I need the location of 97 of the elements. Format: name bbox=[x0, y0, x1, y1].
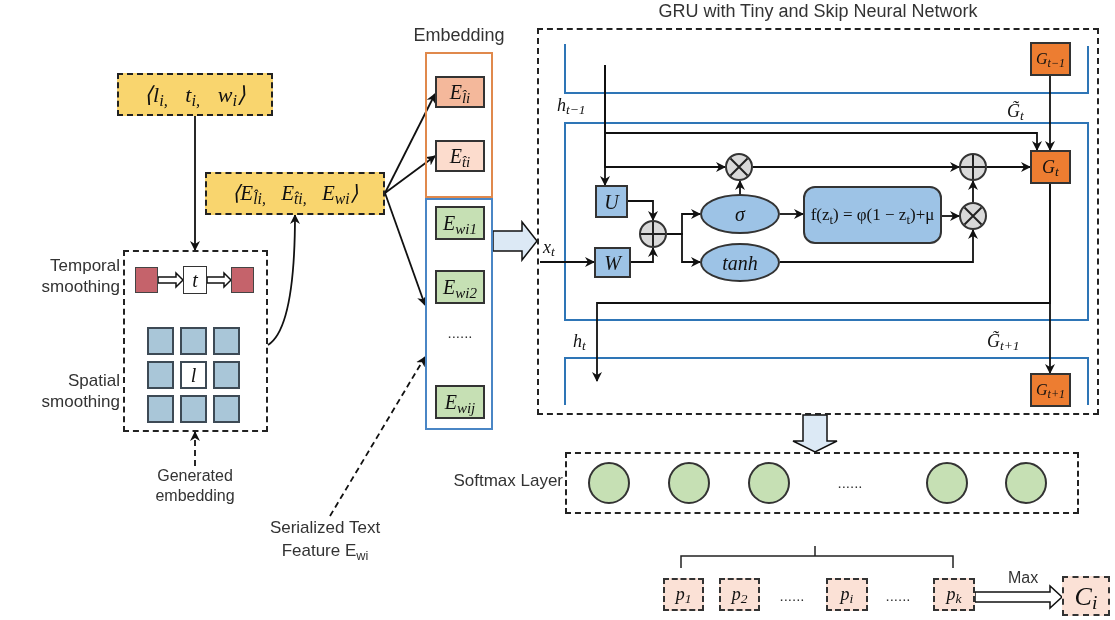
ellipsis-text: ...... bbox=[836, 473, 864, 493]
caption-text: Serialized Text Feature E$_{wi}$ bbox=[245, 516, 405, 568]
node-label: t bbox=[192, 268, 198, 293]
arrow bbox=[986, 162, 1031, 172]
ellipsis-text: ...... bbox=[446, 323, 474, 343]
node-label: tanh bbox=[722, 250, 758, 276]
grid-cell bbox=[147, 327, 174, 355]
gate-box bbox=[1030, 42, 1071, 76]
panel-title: Embedding bbox=[413, 24, 505, 47]
embedding-cell bbox=[435, 385, 485, 419]
edge-label: h$_{t}$ bbox=[573, 330, 586, 355]
side-label: Spatial smoothing bbox=[40, 370, 120, 413]
node-label: E$_{wi2}$ bbox=[443, 275, 477, 302]
node-label: p$_{1}$ bbox=[675, 583, 692, 608]
arrow bbox=[267, 214, 300, 346]
node-label: G$_{t}$ bbox=[1042, 155, 1059, 181]
node-label: ⟨l$_{i,}$ t$_{i,}$ w$_{i}$⟩ bbox=[144, 81, 246, 111]
arrow bbox=[384, 155, 436, 194]
edge-label: G̃$_{t+1}$ bbox=[987, 330, 1020, 355]
weight-box bbox=[595, 185, 628, 218]
node-label: G$_{t+1}$ bbox=[1036, 380, 1065, 402]
arrow bbox=[627, 200, 658, 221]
side-label: Softmax Layer bbox=[452, 470, 563, 492]
probability-box bbox=[663, 578, 704, 611]
probability-box bbox=[933, 578, 975, 611]
class-box bbox=[1062, 576, 1110, 616]
node-label: p$_{i}$ bbox=[840, 583, 854, 608]
grid-cell bbox=[213, 361, 240, 389]
embedding-cell bbox=[435, 206, 485, 240]
arrow bbox=[941, 211, 960, 221]
embedding-cell bbox=[435, 140, 485, 172]
node-label: E$_{wi1}$ bbox=[443, 211, 477, 238]
probability-box bbox=[826, 578, 868, 611]
edge-label: x$_{t}$ bbox=[543, 236, 555, 261]
node-label: E$_{l̂i}$ bbox=[449, 80, 471, 107]
edge-label: Max bbox=[1008, 568, 1039, 588]
grid-cell bbox=[180, 327, 207, 355]
panel-title: GRU with Tiny and Skip Neural Network bbox=[658, 0, 978, 23]
probability-box bbox=[719, 578, 760, 611]
arrow bbox=[329, 356, 426, 517]
node-label: E$_{wij}$ bbox=[444, 390, 476, 417]
tuple-box bbox=[205, 172, 385, 215]
arrow bbox=[666, 233, 701, 267]
arrow bbox=[735, 180, 745, 195]
arrow bbox=[384, 93, 436, 194]
gate-box bbox=[1030, 373, 1071, 407]
weight-box bbox=[594, 247, 631, 278]
node-label: l bbox=[190, 363, 197, 388]
node-label: U bbox=[604, 189, 619, 215]
embedding-cell bbox=[435, 76, 485, 108]
smoothing-panel bbox=[123, 250, 268, 432]
node-label: p$_{2}$ bbox=[731, 583, 748, 608]
ellipsis-text: ...... bbox=[884, 586, 912, 606]
node-label: E$_{t̂i}$ bbox=[449, 144, 471, 171]
grid-cell bbox=[147, 361, 174, 389]
block-arrow bbox=[792, 414, 838, 453]
arrow bbox=[779, 209, 804, 219]
embedding-square bbox=[135, 267, 158, 293]
function-box bbox=[803, 186, 942, 244]
block-arrow bbox=[206, 271, 233, 289]
arrow bbox=[190, 431, 200, 467]
node-label: f(z$_{t}$) = φ(1 − z$_{t}$)+μ bbox=[810, 204, 935, 226]
node-label: G$_{t−1}$ bbox=[1036, 49, 1065, 71]
embedding-square bbox=[231, 267, 254, 293]
edge-label: h$_{t−1}$ bbox=[557, 94, 586, 119]
time-cell bbox=[183, 266, 207, 294]
node-label: p$_{k}$ bbox=[946, 583, 962, 608]
arrow bbox=[779, 229, 978, 263]
location-cell bbox=[180, 361, 207, 389]
arrow bbox=[968, 180, 978, 203]
block-arrow bbox=[492, 219, 538, 263]
ellipsis-text: ...... bbox=[778, 586, 806, 606]
arrow bbox=[190, 115, 200, 251]
arrow bbox=[592, 183, 1051, 382]
softmax-panel bbox=[565, 452, 1079, 514]
arrow bbox=[539, 257, 595, 267]
node-label: W bbox=[604, 250, 621, 276]
side-label: Temporal smoothing bbox=[40, 255, 120, 298]
gate-box bbox=[1030, 150, 1071, 184]
text-embedding-box bbox=[425, 198, 493, 430]
embedding-cell bbox=[435, 270, 485, 304]
grid-cell bbox=[147, 395, 174, 423]
node-label: σ bbox=[735, 202, 745, 227]
caption-text: Generated embedding bbox=[125, 466, 265, 510]
block-arrow bbox=[157, 271, 185, 289]
arrow bbox=[604, 64, 1042, 151]
tuple-box bbox=[117, 73, 273, 116]
arrow bbox=[630, 247, 658, 263]
grid-cell bbox=[180, 395, 207, 423]
arrow bbox=[752, 162, 960, 172]
edge-label: G̃$_{t}$ bbox=[1007, 100, 1024, 125]
arrow bbox=[1045, 75, 1055, 151]
grid-cell bbox=[213, 327, 240, 355]
block-arrow bbox=[974, 584, 1064, 610]
node-label: ⟨E$_{l̂i,}$ E$_{t̂i,}$ E$_{wi}$⟩ bbox=[232, 179, 358, 209]
grid-cell bbox=[213, 395, 240, 423]
node-label: C$_{i}$ bbox=[1074, 580, 1098, 616]
